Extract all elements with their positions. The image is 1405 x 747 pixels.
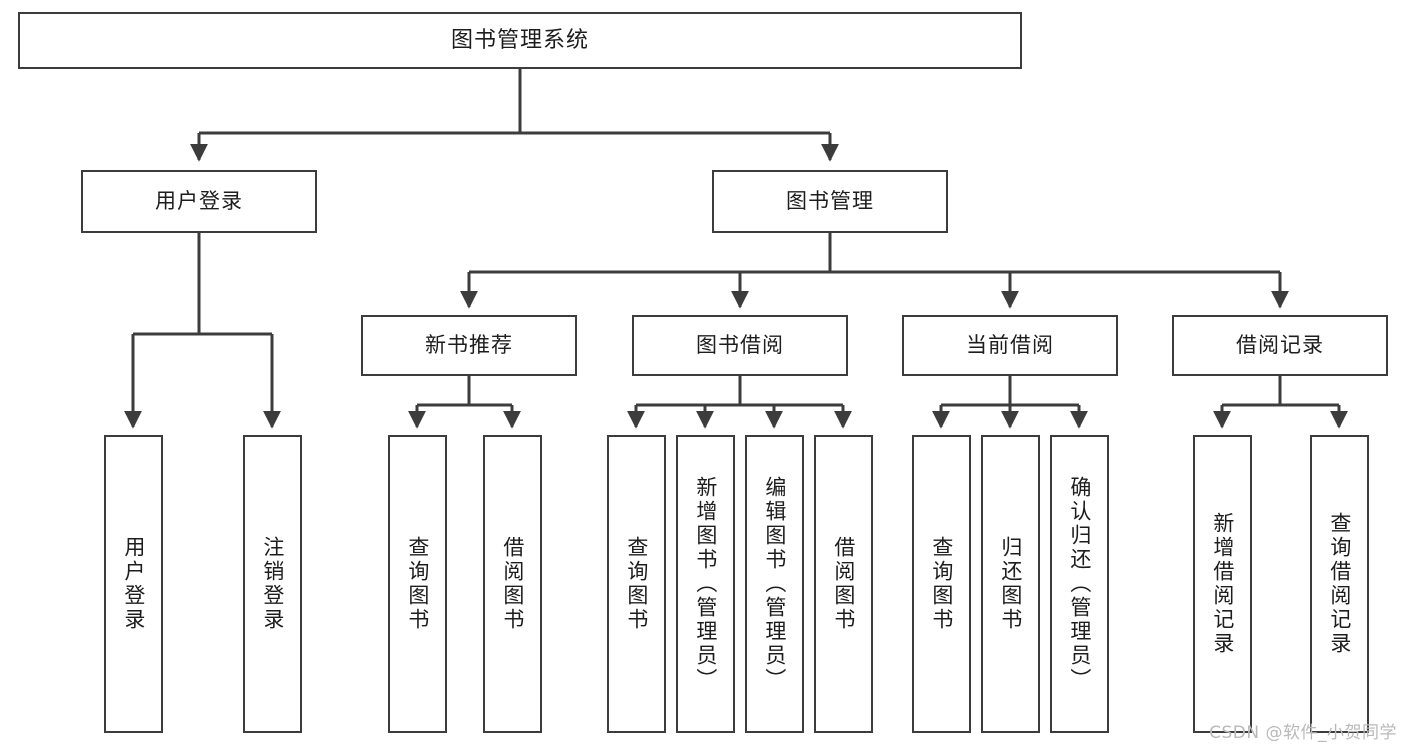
leaf-edit-book-admin[interactable]: 编辑图书（管理员） xyxy=(745,435,804,733)
node-label: 确认归还（管理员） xyxy=(1067,476,1092,692)
node-user-login[interactable]: 用户登录 xyxy=(81,170,317,233)
node-label: 新增借阅记录 xyxy=(1210,512,1235,656)
node-borrowing-records[interactable]: 借阅记录 xyxy=(1172,315,1388,376)
node-label: 当前借阅 xyxy=(966,333,1054,358)
csdn-watermark: CSDN @软件_小贺同学 xyxy=(1209,723,1397,743)
node-label: 借阅图书 xyxy=(500,536,525,632)
leaf-add-book-admin[interactable]: 新增图书（管理员） xyxy=(676,435,735,733)
node-new-book-recommendation[interactable]: 新书推荐 xyxy=(361,315,577,376)
node-label: 用户登录 xyxy=(121,536,146,632)
leaf-add-borrow-record[interactable]: 新增借阅记录 xyxy=(1193,435,1252,733)
node-label: 图书借阅 xyxy=(696,333,784,358)
node-label: 借阅图书 xyxy=(831,536,856,632)
leaf-borrow-books-recommend[interactable]: 借阅图书 xyxy=(483,435,542,733)
leaf-user-login[interactable]: 用户登录 xyxy=(104,435,163,733)
leaf-confirm-return-admin[interactable]: 确认归还（管理员） xyxy=(1050,435,1109,733)
node-label: 查询图书 xyxy=(929,536,954,632)
node-label: 新增图书（管理员） xyxy=(693,476,718,692)
leaf-query-books-current[interactable]: 查询图书 xyxy=(912,435,971,733)
node-label: 查询图书 xyxy=(624,536,649,632)
node-current-borrowing[interactable]: 当前借阅 xyxy=(902,315,1118,376)
leaf-logout[interactable]: 注销登录 xyxy=(243,435,302,733)
node-label: 新书推荐 xyxy=(425,333,513,358)
node-root-book-management-system[interactable]: 图书管理系统 xyxy=(18,12,1022,69)
node-label: 用户登录 xyxy=(155,189,243,214)
node-book-management[interactable]: 图书管理 xyxy=(712,170,948,233)
leaf-query-borrow-record[interactable]: 查询借阅记录 xyxy=(1310,435,1369,733)
node-label: 查询借阅记录 xyxy=(1327,512,1352,656)
node-label: 图书管理系统 xyxy=(450,27,589,53)
leaf-return-books[interactable]: 归还图书 xyxy=(981,435,1040,733)
leaf-borrow-books[interactable]: 借阅图书 xyxy=(814,435,873,733)
node-label: 图书管理 xyxy=(786,189,874,214)
node-label: 借阅记录 xyxy=(1236,333,1324,358)
leaf-query-books-recommend[interactable]: 查询图书 xyxy=(388,435,447,733)
node-book-borrowing[interactable]: 图书借阅 xyxy=(632,315,848,376)
leaf-query-books-borrow[interactable]: 查询图书 xyxy=(607,435,666,733)
node-label: 归还图书 xyxy=(998,536,1023,632)
node-label: 编辑图书（管理员） xyxy=(762,476,787,692)
node-label: 查询图书 xyxy=(405,536,430,632)
node-label: 注销登录 xyxy=(260,536,285,632)
